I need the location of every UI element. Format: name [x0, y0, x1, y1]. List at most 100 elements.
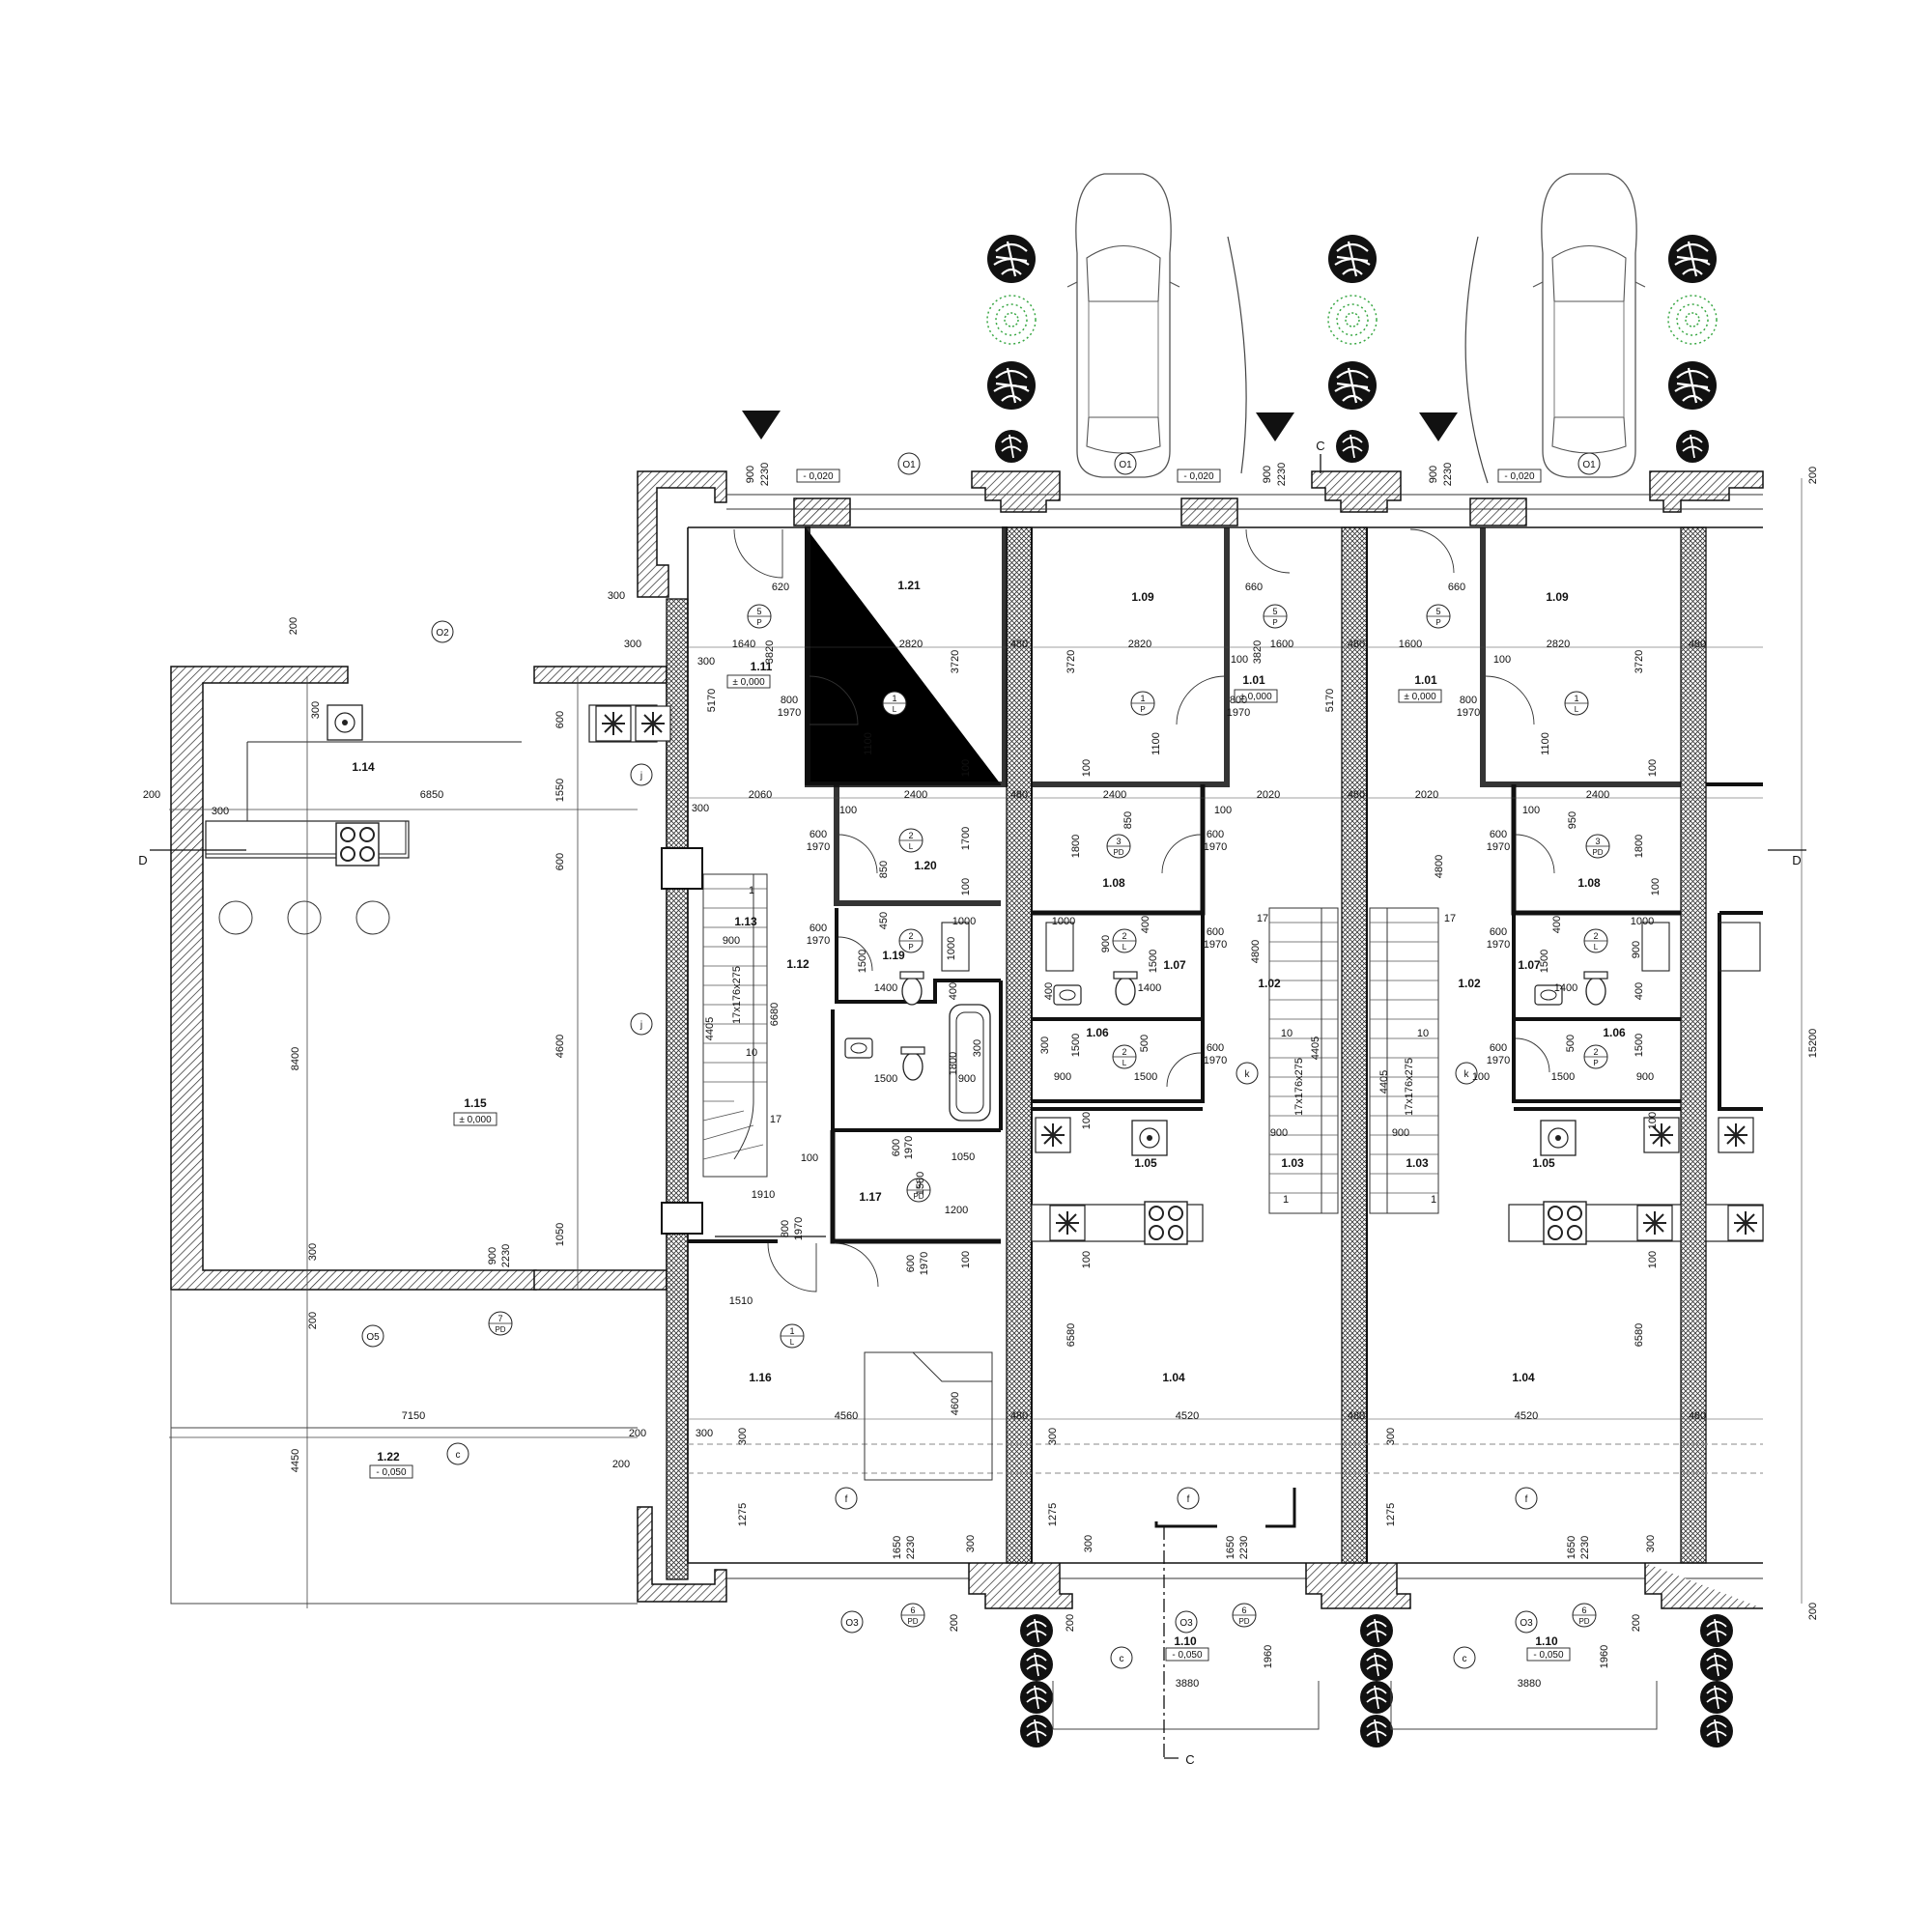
svg-text:1: 1: [749, 885, 754, 896]
door-tag-type: PD: [1238, 1617, 1249, 1626]
bubble-text: j: [639, 771, 642, 781]
dimension-label: 100: [1647, 759, 1659, 777]
dimension-label: 600: [905, 1255, 917, 1272]
dimension-label: 1000: [952, 916, 976, 927]
dimension-label: 1970: [807, 935, 830, 947]
dimension-label: 660: [1245, 582, 1263, 593]
dimension-label: 4800: [1434, 855, 1445, 878]
door-tag-number: 3: [916, 1180, 921, 1190]
door-tag-type: L: [1122, 943, 1127, 952]
door-tag-type: P: [1140, 705, 1145, 714]
door-tag-number: 6: [1581, 1605, 1586, 1615]
bubble-text: O3: [1179, 1618, 1193, 1629]
level-tag: - 0,020: [1497, 469, 1542, 483]
dimension-label: 1510: [729, 1295, 753, 1307]
dimension-label: 200: [1631, 1614, 1642, 1632]
dimension-label: 480: [1348, 789, 1365, 801]
dimension-label: 6580: [1065, 1323, 1077, 1347]
dimension-label: 100: [960, 1251, 972, 1268]
door-tag-type: PD: [1113, 848, 1123, 857]
door-tag-number: 5: [1272, 607, 1277, 616]
room-label: 1.20: [914, 859, 937, 872]
dimension-label: 100: [1522, 805, 1540, 816]
dimension-label: 600: [1207, 1042, 1224, 1054]
dimension-label: 1970: [1204, 939, 1227, 951]
door-tag: 5P: [1426, 604, 1451, 629]
door-tag-number: 2: [1593, 1047, 1598, 1057]
door-tag-number: 5: [1435, 607, 1440, 616]
dimension-label: 200: [629, 1428, 646, 1439]
dimension-label: 100: [801, 1152, 818, 1164]
dimension-label: 4520: [1515, 1410, 1538, 1422]
dimension-label: 1400: [874, 982, 897, 994]
section-mark: C: [1316, 439, 1324, 453]
dimension-label: 4600: [554, 1035, 566, 1058]
level-text: ± 0,000: [1239, 692, 1272, 702]
dimension-label: 200: [288, 617, 299, 635]
dimension-label: 1000: [1052, 916, 1075, 927]
dimension-label: 900: [745, 466, 756, 483]
reference-bubble: O1: [1114, 452, 1137, 475]
dimension-label: 1970: [1227, 707, 1250, 719]
dimension-label: 950: [1567, 811, 1578, 829]
reference-bubble: O2: [431, 620, 454, 643]
level-tag: ± 0,000: [453, 1112, 497, 1126]
dimension-label: 400: [1140, 916, 1151, 933]
bubble-text: f: [1187, 1494, 1190, 1505]
dimension-label: 1100: [863, 732, 874, 755]
room-label: 1.04: [1162, 1371, 1185, 1384]
dimension-label: 450: [878, 912, 890, 929]
dimension-label: 480: [1010, 789, 1028, 801]
dimension-label: 600: [1490, 926, 1507, 938]
room-label: 1.10: [1174, 1634, 1197, 1648]
dimension-label: 4405: [1378, 1070, 1390, 1094]
dimension-label: 100: [1647, 1251, 1659, 1268]
door-tag-type: P: [756, 618, 761, 627]
dimension-label: 1960: [1599, 1645, 1610, 1668]
dimension-label: 600: [1207, 829, 1224, 840]
dimension-label: 620: [772, 582, 789, 593]
door-tag: 3PD: [1106, 834, 1131, 859]
dimension-label: 800: [1230, 695, 1247, 706]
reference-bubble: j: [630, 1012, 653, 1036]
bubble-text: O3: [1520, 1618, 1533, 1629]
door-tag-type: PD: [913, 1192, 923, 1201]
dimension-label: 1275: [737, 1503, 749, 1526]
room-label: 1.02: [1258, 977, 1281, 990]
dimension-label: 600: [891, 1139, 902, 1156]
dimension-label: 100: [1214, 805, 1232, 816]
dimension-label: 1: [1283, 1194, 1289, 1206]
dimension-label: 900: [958, 1073, 976, 1085]
site-landscape: [985, 173, 1734, 1748]
dimension-label: 100: [1081, 1251, 1093, 1268]
room-label: 1.01: [1242, 673, 1265, 687]
bubble-text: O5: [366, 1332, 380, 1343]
dimension-label: 200: [1807, 1603, 1819, 1620]
dimension-label: 300: [1047, 1428, 1059, 1445]
door-swings: [733, 528, 1555, 1293]
reference-bubble: O3: [840, 1610, 864, 1634]
dimension-label: 8400: [290, 1047, 301, 1070]
dimension-label: 3820: [1252, 640, 1264, 664]
level-text: ± 0,000: [1404, 692, 1436, 702]
stair-1.13: [702, 873, 768, 1178]
bubble-text: k: [1245, 1069, 1251, 1080]
dimension-label: 1400: [1138, 982, 1161, 994]
room-label: 1.02: [1458, 977, 1481, 990]
door-tag-number: 2: [908, 831, 913, 840]
dimension-label: 300: [624, 639, 641, 650]
door-tag: 5P: [1263, 604, 1288, 629]
dimension-label: 300: [692, 803, 709, 814]
room-label: 1.21: [897, 579, 921, 592]
dimension-label: 1500: [874, 1073, 897, 1085]
dimension-label: 3720: [950, 650, 961, 673]
dimension-label: 4405: [1310, 1037, 1321, 1060]
dimension-label: 200: [1065, 1614, 1076, 1632]
level-tag: ± 0,000: [1398, 689, 1442, 703]
dimension-label: 1500: [1148, 950, 1159, 973]
dimension-label: 1400: [1554, 982, 1577, 994]
dimension-label: 4800: [1250, 940, 1262, 963]
dimension-label: 100: [839, 805, 857, 816]
